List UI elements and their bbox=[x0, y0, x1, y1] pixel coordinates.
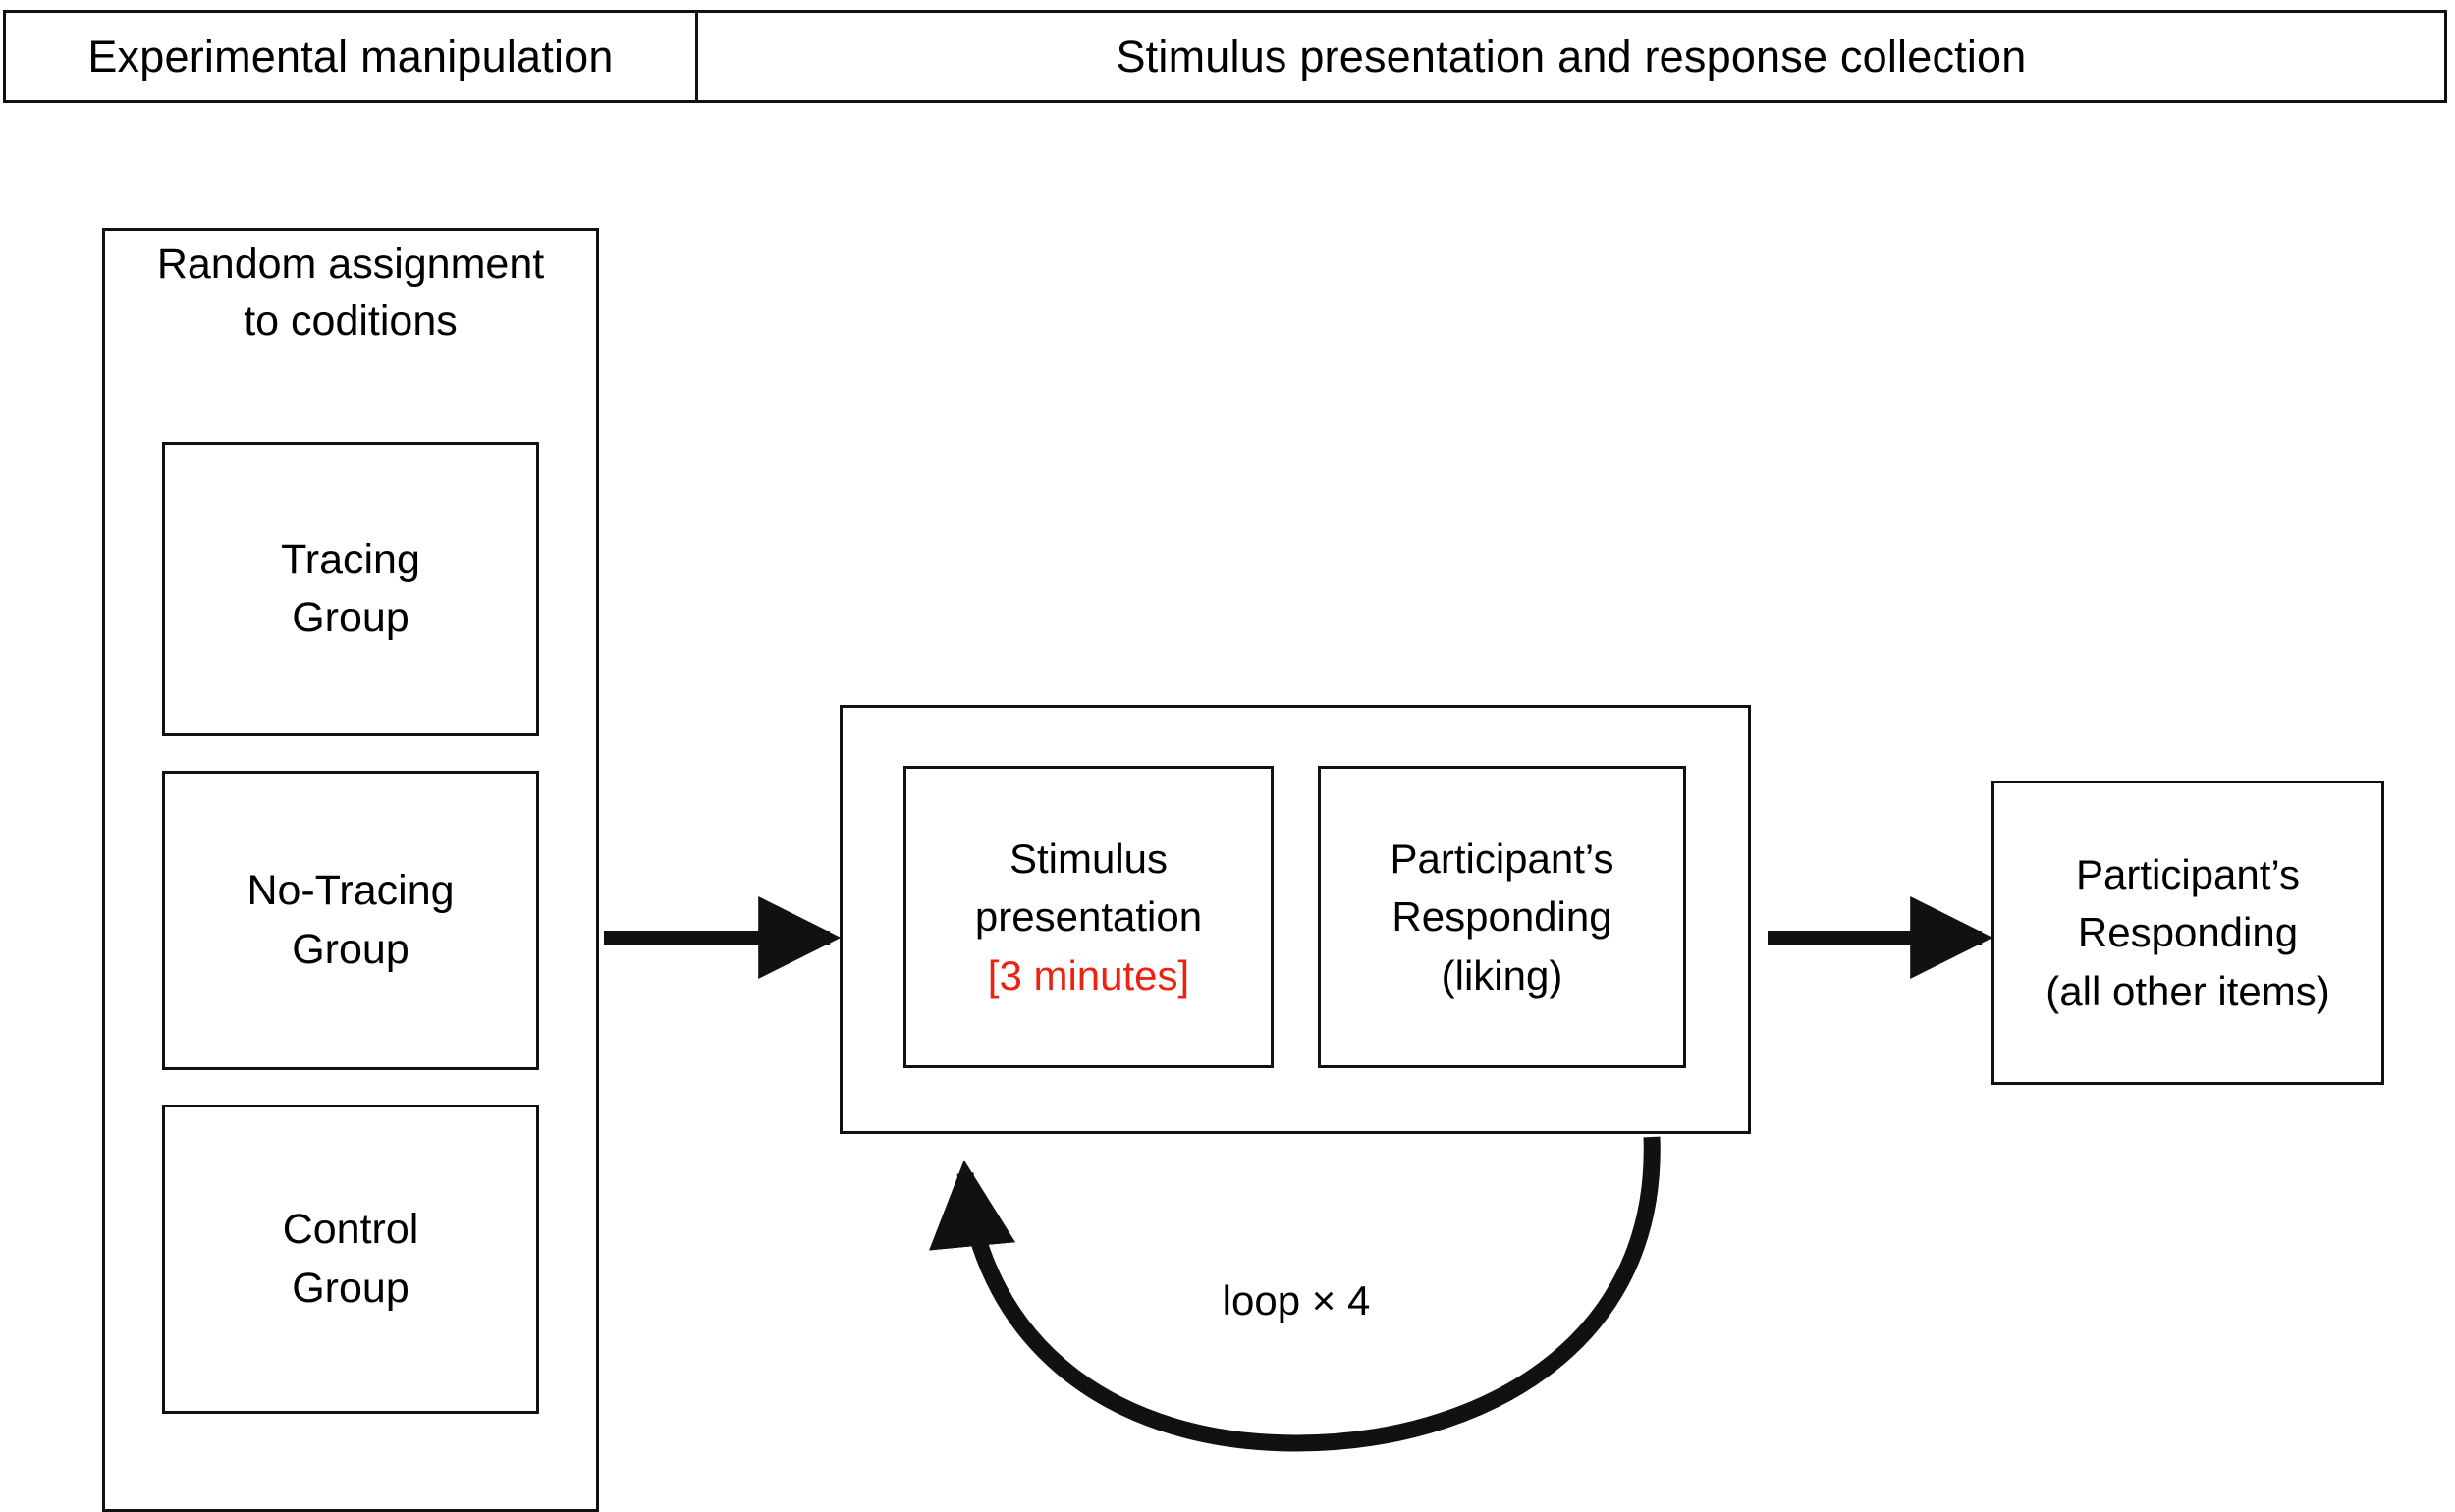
condition-label-line1: Control bbox=[282, 1206, 419, 1254]
final-responding-line3: (all other items) bbox=[2046, 967, 2330, 1014]
stimulus-presentation-line2: presentation bbox=[974, 893, 1203, 941]
stimulus-presentation-line1: Stimulus bbox=[1009, 835, 1169, 882]
participant-responding-line2: Responding bbox=[1391, 893, 1612, 941]
phase-header-bar: Experimental manipulation Stimulus prese… bbox=[3, 10, 2447, 103]
participant-responding-all-items-box[interactable]: Participant’s Responding (all other item… bbox=[1991, 781, 2384, 1085]
stimulus-duration-badge: [3 minutes] bbox=[987, 951, 1190, 999]
condition-box-tracing-group[interactable]: Tracing Group bbox=[162, 442, 539, 736]
loop-count-label: loop × 4 bbox=[1222, 1277, 1371, 1323]
stimulus-presentation-label: Stimulus presentation [3 minutes] bbox=[906, 769, 1271, 1065]
participant-responding-line1: Participant’s bbox=[1390, 835, 1614, 882]
condition-box-control-group[interactable]: Control Group bbox=[162, 1105, 539, 1414]
condition-label-tracing-group: Tracing Group bbox=[165, 445, 536, 733]
random-assignment-title-line2: to coditions bbox=[244, 297, 458, 346]
condition-label-line1: No-Tracing bbox=[246, 867, 455, 915]
header-cell-experimental-manipulation: Experimental manipulation bbox=[6, 13, 698, 100]
header-cell-stimulus-presentation: Stimulus presentation and response colle… bbox=[1116, 30, 2027, 81]
stimulus-presentation-box[interactable]: Stimulus presentation [3 minutes] bbox=[903, 766, 1274, 1068]
condition-label-line1: Tracing bbox=[281, 535, 420, 583]
condition-label-line2: Group bbox=[292, 925, 409, 973]
condition-label-line2: Group bbox=[292, 1264, 409, 1312]
condition-box-no-tracing-group[interactable]: No-Tracing Group bbox=[162, 771, 539, 1070]
participant-responding-all-items-label: Participant’s Responding (all other item… bbox=[1994, 783, 2381, 1082]
final-responding-line2: Responding bbox=[2077, 909, 2299, 956]
participant-responding-liking-box[interactable]: Participant’s Responding (liking) bbox=[1318, 766, 1686, 1068]
participant-responding-line3: (liking) bbox=[1441, 951, 1563, 999]
random-assignment-title: Random assignment to coditions bbox=[102, 236, 599, 350]
random-assignment-title-line1: Random assignment bbox=[156, 241, 545, 288]
condition-label-no-tracing-group: No-Tracing Group bbox=[165, 774, 536, 1067]
participant-responding-liking-label: Participant’s Responding (liking) bbox=[1321, 769, 1683, 1065]
final-responding-line1: Participant’s bbox=[2075, 850, 2300, 897]
condition-label-line2: Group bbox=[292, 594, 409, 641]
condition-label-control-group: Control Group bbox=[165, 1107, 536, 1411]
